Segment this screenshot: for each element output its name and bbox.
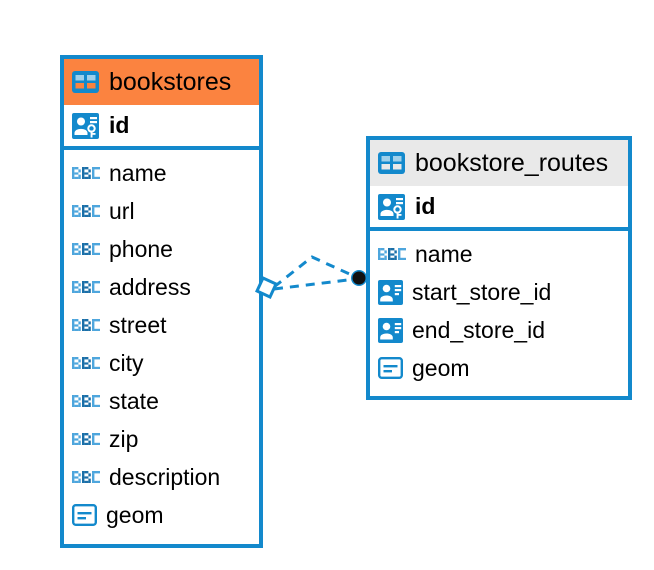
er-table-bookstore-routes[interactable]: bookstore_routes id — [366, 136, 632, 400]
field-label-phone: phone — [109, 235, 173, 262]
abc-text-icon — [72, 393, 100, 409]
field-label-name: name — [109, 159, 167, 186]
field-row-geom[interactable]: geom — [370, 349, 628, 387]
field-label-name: name — [415, 240, 473, 267]
field-label-zip: zip — [109, 425, 139, 452]
primary-key-icon — [378, 193, 405, 221]
field-label-geom: geom — [412, 354, 470, 381]
field-label-description: description — [109, 463, 221, 490]
field-list-bookstores: name — [64, 150, 259, 538]
geometry-icon — [378, 357, 404, 380]
geometry-icon — [72, 504, 98, 527]
field-row-start-store-id[interactable]: start_store_id — [370, 273, 628, 311]
table-grid-icon — [72, 71, 99, 93]
table-title-bookstores: bookstores — [109, 67, 232, 96]
field-row-url[interactable]: url — [64, 192, 259, 230]
field-row-id[interactable]: id — [370, 186, 628, 231]
table-header-bookstore-routes[interactable]: bookstore_routes — [370, 140, 628, 186]
field-label-id: id — [415, 193, 436, 219]
foreign-key-icon — [378, 317, 403, 343]
field-row-end-store-id[interactable]: end_store_id — [370, 311, 628, 349]
foreign-key-icon — [378, 279, 403, 305]
field-row-zip[interactable]: zip — [64, 420, 259, 458]
relationship-line-upper — [273, 255, 357, 289]
primary-key-icon — [72, 112, 99, 140]
field-label-url: url — [109, 197, 135, 224]
abc-text-icon — [72, 165, 100, 181]
abc-text-icon — [72, 241, 100, 257]
field-row-id[interactable]: id — [64, 105, 259, 150]
abc-text-icon — [72, 355, 100, 371]
field-row-state[interactable]: state — [64, 382, 259, 420]
abc-text-icon — [72, 279, 100, 295]
field-row-geom[interactable]: geom — [64, 496, 259, 534]
field-row-name[interactable]: name — [64, 154, 259, 192]
abc-text-icon — [378, 246, 406, 262]
field-row-description[interactable]: description — [64, 458, 259, 496]
relationship-line-lower — [273, 277, 357, 291]
relationship-endpoint-circle — [351, 270, 367, 286]
field-row-address[interactable]: address — [64, 268, 259, 306]
relationship-connector[interactable] — [250, 240, 380, 315]
table-grid-icon — [378, 152, 405, 174]
field-label-id: id — [109, 112, 130, 138]
er-table-bookstores[interactable]: bookstores id — [60, 55, 263, 548]
table-header-bookstores[interactable]: bookstores — [64, 59, 259, 105]
field-label-city: city — [109, 349, 144, 376]
abc-text-icon — [72, 469, 100, 485]
abc-text-icon — [72, 203, 100, 219]
field-row-phone[interactable]: phone — [64, 230, 259, 268]
field-list-bookstore-routes: name start_store_id — [370, 231, 628, 391]
field-label-start-store-id: start_store_id — [412, 278, 552, 305]
abc-text-icon — [72, 317, 100, 333]
field-label-address: address — [109, 273, 191, 300]
field-label-state: state — [109, 387, 159, 414]
table-title-bookstore-routes: bookstore_routes — [415, 148, 609, 177]
field-row-street[interactable]: street — [64, 306, 259, 344]
field-row-name[interactable]: name — [370, 235, 628, 273]
abc-text-icon — [72, 431, 100, 447]
field-label-end-store-id: end_store_id — [412, 316, 545, 343]
field-label-geom: geom — [106, 501, 164, 528]
field-row-city[interactable]: city — [64, 344, 259, 382]
field-label-street: street — [109, 311, 167, 338]
